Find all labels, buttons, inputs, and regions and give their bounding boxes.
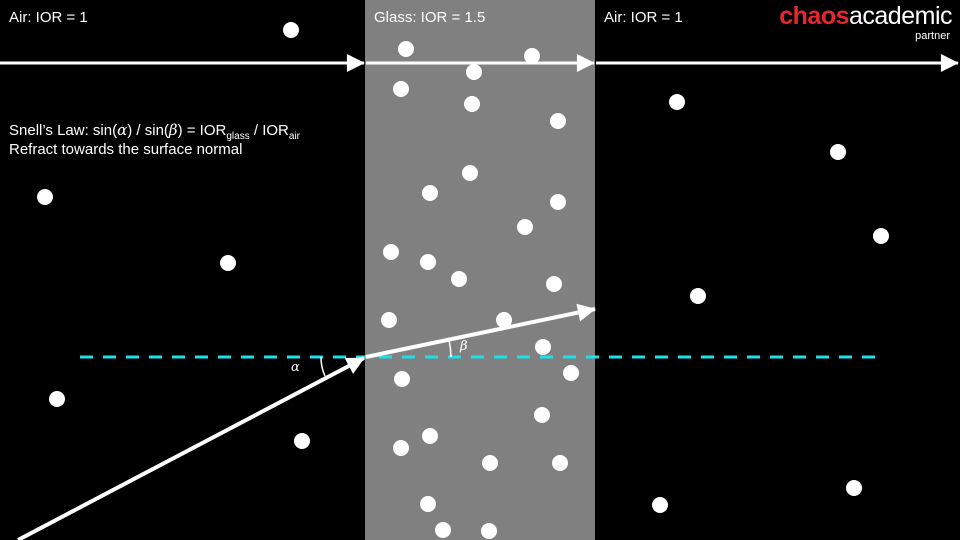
particle — [690, 288, 706, 304]
particle — [517, 219, 533, 235]
formula-sub-air: air — [288, 131, 301, 142]
particle — [394, 371, 410, 387]
particle — [563, 365, 579, 381]
particle — [496, 312, 512, 328]
particle — [669, 94, 685, 110]
particle — [524, 48, 540, 64]
glass-region-label: Glass: IOR = 1.5 — [374, 9, 486, 26]
particle — [466, 64, 482, 80]
particle — [383, 244, 399, 260]
particle — [37, 189, 53, 205]
formula-mid2: ) = IOR — [177, 122, 227, 139]
particle — [462, 165, 478, 181]
logo-word-chaos: chaos — [779, 2, 849, 30]
formula-mid1: ) / sin( — [127, 122, 169, 139]
particle — [846, 480, 862, 496]
particle — [546, 276, 562, 292]
chaos-academic-logo: chaosacademic partner — [779, 4, 952, 42]
particle — [420, 254, 436, 270]
formula-beta: β — [168, 121, 178, 139]
incident-ray — [17, 356, 365, 540]
particle — [294, 433, 310, 449]
particle — [535, 339, 551, 355]
beta-arc — [448, 339, 452, 358]
particle — [420, 496, 436, 512]
particle — [550, 113, 566, 129]
particle — [422, 185, 438, 201]
refraction-note: Refract towards the surface normal — [9, 141, 243, 158]
formula-slash: / IOR — [249, 122, 289, 139]
logo-word-academic: academic — [849, 2, 953, 30]
particle — [220, 255, 236, 271]
particle — [464, 96, 480, 112]
snells-law-formula: Snell’s Law: sin(α) / sin(β) = IORglass … — [9, 121, 301, 142]
particle — [873, 228, 889, 244]
particle — [482, 455, 498, 471]
particle — [652, 497, 668, 513]
particle — [552, 455, 568, 471]
particle — [393, 81, 409, 97]
formula-prefix: Snell’s Law: sin( — [9, 122, 118, 139]
logo-subtitle: partner — [915, 30, 950, 42]
particle — [422, 428, 438, 444]
beta-angle-label: β — [460, 339, 468, 354]
particle — [398, 41, 414, 57]
particle — [451, 271, 467, 287]
particle — [830, 144, 846, 160]
particle — [49, 391, 65, 407]
particles — [37, 22, 889, 539]
particle — [435, 522, 451, 538]
left-region-label: Air: IOR = 1 — [9, 9, 88, 26]
refracted-ray — [365, 303, 596, 359]
formula-sub-glass: glass — [226, 131, 250, 142]
particle — [283, 22, 299, 38]
particle — [534, 407, 550, 423]
alpha-angle-label: α — [291, 360, 300, 375]
right-region-label: Air: IOR = 1 — [604, 9, 683, 26]
particle — [481, 523, 497, 539]
particle — [393, 440, 409, 456]
formula-alpha: α — [117, 121, 128, 139]
particle — [381, 312, 397, 328]
snells-law-caption: Snell’s Law: sin(α) / sin(β) = IORglass … — [9, 121, 300, 159]
alpha-arc — [320, 356, 326, 377]
particle — [550, 194, 566, 210]
